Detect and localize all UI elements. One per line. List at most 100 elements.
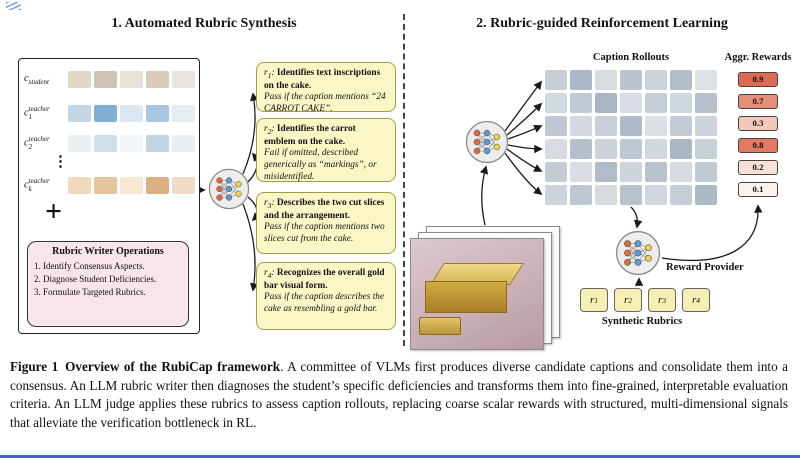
rubric-id: r4: xyxy=(264,268,277,280)
caption-embedding-row xyxy=(68,135,195,152)
color-cell xyxy=(670,70,692,90)
color-cell xyxy=(120,135,143,152)
var-superscript: teacher xyxy=(28,135,50,144)
caption-embedding-row xyxy=(68,105,195,122)
color-cell xyxy=(120,71,143,88)
caption-rollouts-grid xyxy=(545,70,717,208)
color-cell xyxy=(670,185,692,205)
rubric-card-2: r2: Identifies the carrot emblem on the … xyxy=(256,118,396,182)
panel-rubric-rl: 2. Rubric-guided Reinforcement Learning … xyxy=(408,8,796,356)
color-cell xyxy=(120,105,143,122)
rubric-head: Describes the two cut slices and the arr… xyxy=(264,198,385,221)
color-cell xyxy=(620,139,642,159)
color-cell xyxy=(695,93,717,113)
color-cell xyxy=(68,177,91,194)
rollout-row xyxy=(545,93,717,113)
color-cell xyxy=(645,70,667,90)
color-cell xyxy=(670,116,692,136)
color-cell xyxy=(545,162,567,182)
color-cell xyxy=(620,162,642,182)
color-cell xyxy=(172,135,195,152)
panel-divider xyxy=(403,14,405,346)
var-superscript: teacher xyxy=(28,177,50,186)
rubric-card-4: r4: Recognizes the overall gold bar visu… xyxy=(256,262,396,330)
color-cell xyxy=(146,105,169,122)
left-panel-title: 1. Automated Rubric Synthesis xyxy=(111,16,297,31)
color-cell xyxy=(172,105,195,122)
color-cell xyxy=(620,185,642,205)
color-cell xyxy=(645,116,667,136)
color-cell xyxy=(570,139,592,159)
color-cell xyxy=(172,177,195,194)
caption-title: Overview of the RubiCap framework xyxy=(65,359,281,374)
color-cell xyxy=(670,139,692,159)
aggr-rewards-label: Aggr. Rewards xyxy=(724,52,792,63)
color-cell xyxy=(595,116,617,136)
neural-network-icon xyxy=(208,168,250,210)
input-image-stack xyxy=(410,226,562,354)
color-cell xyxy=(595,70,617,90)
reward-chip: 0.8 xyxy=(738,138,778,153)
color-cell xyxy=(146,135,169,152)
figure-caption: Figure 1 Overview of the RubiCap framewor… xyxy=(10,358,788,433)
color-cell xyxy=(94,177,117,194)
var-symbol: c xyxy=(24,137,29,149)
rollout-row xyxy=(545,70,717,90)
caption-embedding-row xyxy=(68,71,195,88)
color-cell xyxy=(595,185,617,205)
color-cell xyxy=(68,71,91,88)
var-subscript: 2 xyxy=(28,142,33,151)
color-cell xyxy=(94,135,117,152)
color-cell xyxy=(545,70,567,90)
color-cell xyxy=(545,185,567,205)
color-cell xyxy=(620,116,642,136)
color-cell xyxy=(695,162,717,182)
color-cell xyxy=(545,116,567,136)
reward-chip: 0.2 xyxy=(738,160,778,175)
color-cell xyxy=(146,177,169,194)
color-cell xyxy=(94,105,117,122)
color-cell xyxy=(146,71,169,88)
var-symbol: c xyxy=(24,179,29,191)
rubric-id: r3: xyxy=(264,198,277,210)
rubric-writer-operations-box: Rubric Writer Operations 1. Identify Con… xyxy=(27,241,189,327)
rollout-row xyxy=(545,116,717,136)
caption-embedding-row xyxy=(68,177,195,194)
reward-provider-label: Reward Provider xyxy=(666,262,744,273)
color-cell xyxy=(570,185,592,205)
vertical-ellipsis: ⋮ xyxy=(53,154,68,170)
var-superscript: teacher xyxy=(28,105,50,114)
color-cell xyxy=(570,93,592,113)
reward-provider-neural-network-icon xyxy=(615,230,661,276)
reward-chip: 0.9 xyxy=(738,72,778,87)
color-cell xyxy=(645,93,667,113)
color-cell xyxy=(645,162,667,182)
reward-chip: 0.1 xyxy=(738,182,778,197)
color-cell xyxy=(695,185,717,205)
figure-label: Figure 1 xyxy=(10,359,59,374)
caption-rollouts-label: Caption Rollouts xyxy=(592,52,670,63)
color-cell xyxy=(595,139,617,159)
rubric-id: r1: xyxy=(264,68,277,80)
color-cell xyxy=(595,93,617,113)
aggr-rewards-column: 0.9 0.7 0.3 0.8 0.2 0.1 xyxy=(738,72,778,204)
color-cell xyxy=(570,116,592,136)
rubric-head: Recognizes the overall gold bar visual f… xyxy=(264,268,385,291)
color-cell xyxy=(695,70,717,90)
rubric-detail: Pass if the caption mentions “24 CARROT … xyxy=(264,92,386,115)
rubric-writer-item: 1. Identify Consensus Aspects. xyxy=(34,261,145,271)
color-cell xyxy=(120,177,143,194)
rubric-detail: Fail if omitted, described generically a… xyxy=(264,148,377,183)
rollout-row xyxy=(545,185,717,205)
